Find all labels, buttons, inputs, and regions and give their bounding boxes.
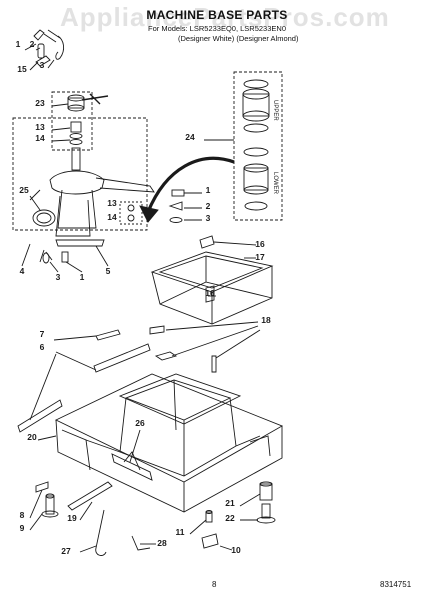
callout-1: 1: [16, 39, 21, 49]
transmission: [29, 147, 155, 237]
callout-2: 2: [206, 201, 211, 211]
callout-26: 26: [135, 418, 145, 428]
transmission-mount-parts: [21, 239, 109, 273]
page-number: 8: [212, 580, 217, 589]
callout-20: 20: [27, 432, 37, 442]
callout-15: 15: [17, 64, 27, 74]
callout-25: 25: [19, 185, 29, 195]
base-brackets: [17, 321, 261, 433]
callout-27: 27: [61, 546, 71, 556]
callout-28: 28: [157, 538, 167, 548]
watermark: AppliancePartsPros.com: [60, 2, 390, 32]
lower-label: LOWER: [272, 172, 278, 195]
page-title: MACHINE BASE PARTS: [146, 8, 288, 22]
callout-6: 6: [40, 342, 45, 352]
callout-8: 8: [20, 510, 25, 520]
callout-4: 4: [20, 266, 25, 276]
bearing-group-24: [204, 71, 283, 221]
callout-17: 17: [255, 252, 265, 262]
callout-13: 13: [35, 122, 45, 132]
callout-3: 3: [206, 213, 211, 223]
callout-10: 10: [231, 545, 241, 555]
callout-24: 24: [185, 132, 195, 142]
callout-11: 11: [176, 527, 185, 537]
callout-1: 1: [206, 185, 211, 195]
callout-1: 1: [80, 272, 85, 282]
designer-line: (Designer White) (Designer Almond): [178, 34, 299, 43]
callout-19: 19: [67, 513, 77, 523]
top-left-fasteners: [24, 29, 65, 71]
callout-14: 14: [35, 133, 45, 143]
callout-22: 22: [225, 513, 235, 523]
document-number: 8314751: [380, 580, 412, 589]
assembly-arrow: [139, 156, 235, 223]
callout-3: 3: [40, 60, 45, 70]
callout-18: 18: [261, 315, 271, 325]
model-line: For Models: LSR5233EQ0, LSR5233EN0: [148, 24, 286, 33]
callout-23: 23: [35, 98, 45, 108]
callout-5: 5: [106, 266, 111, 276]
machine-base-frame: [37, 373, 284, 513]
suspension-platform: [150, 235, 274, 325]
upper-label: UPPER: [272, 100, 278, 121]
callout-13: 13: [107, 198, 117, 208]
callout-7: 7: [40, 329, 45, 339]
callout-2: 2: [30, 39, 35, 49]
feet-and-leveling-parts: [29, 481, 276, 556]
callout-16: 16: [255, 239, 265, 249]
callout-9: 9: [20, 523, 25, 533]
transmission-fasteners: [119, 189, 202, 225]
callout-16: 16: [205, 288, 215, 298]
callout-21: 21: [225, 498, 235, 508]
callout-3: 3: [56, 272, 61, 282]
callout-14: 14: [107, 212, 117, 222]
